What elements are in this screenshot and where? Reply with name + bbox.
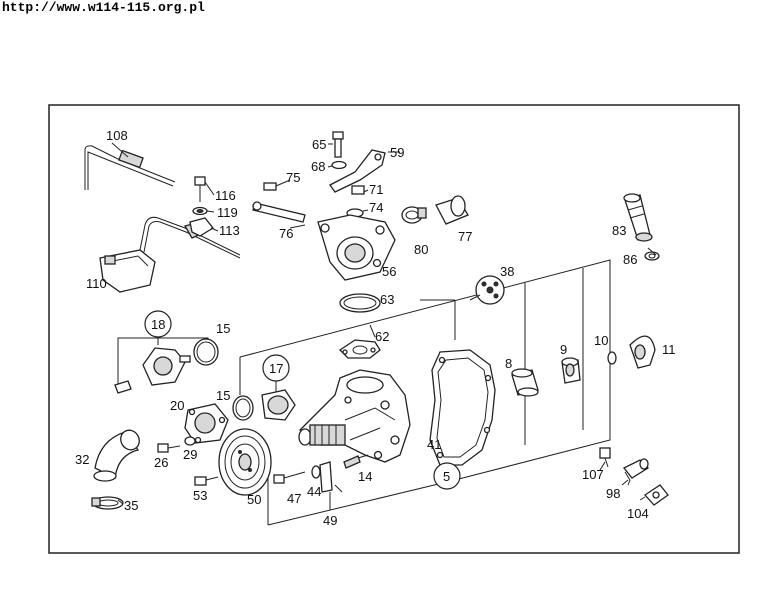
label-26: 26 — [154, 455, 168, 470]
parts-18-15 — [114, 337, 219, 394]
parts-53-50 — [194, 428, 272, 496]
callout-circle-18 — [144, 310, 172, 338]
label-14: 14 — [358, 469, 372, 484]
label-65: 65 — [312, 137, 326, 152]
label-68: 68 — [311, 159, 325, 174]
part-38 — [475, 275, 505, 305]
parts-116-119-113 — [189, 176, 219, 237]
parts-17-15 — [232, 380, 296, 421]
label-80: 80 — [414, 242, 428, 257]
label-83: 83 — [612, 223, 626, 238]
label-32: 32 — [75, 452, 89, 467]
part-20 — [184, 403, 229, 444]
label-38: 38 — [500, 264, 514, 279]
parts-47-44-14 — [273, 454, 369, 493]
label-71: 71 — [369, 182, 383, 197]
leader-lines — [117, 151, 657, 510]
label-10: 10 — [594, 333, 608, 348]
parts-80-77 — [401, 195, 469, 225]
label-15-upper: 15 — [216, 321, 230, 336]
label-50: 50 — [247, 492, 261, 507]
label-29: 29 — [183, 447, 197, 462]
label-17: 17 — [269, 361, 283, 376]
assembly-bracket-lines — [239, 259, 611, 526]
parts-107-98-104 — [599, 447, 669, 506]
parts-63-62 — [338, 293, 381, 359]
water-pump-body — [298, 369, 411, 463]
part-108-wire — [84, 142, 176, 190]
label-20: 20 — [170, 398, 184, 413]
label-62: 62 — [375, 329, 389, 344]
callout-circle-5 — [433, 462, 461, 490]
label-108: 108 — [106, 128, 128, 143]
label-110: 110 — [86, 276, 107, 291]
label-98: 98 — [606, 486, 620, 501]
source-url: http://www.w114-115.org.pl — [2, 0, 205, 15]
label-44: 44 — [307, 484, 321, 499]
label-8: 8 — [505, 356, 512, 371]
part-labels: 108 65 59 68 75 71 116 74 119 113 76 80 … — [75, 128, 676, 528]
label-75: 75 — [286, 170, 300, 185]
diagram-frame — [48, 104, 740, 554]
label-41: 41 — [427, 437, 441, 452]
label-18: 18 — [151, 317, 165, 332]
label-53: 53 — [193, 488, 207, 503]
label-86: 86 — [623, 252, 637, 267]
label-9: 9 — [560, 342, 567, 357]
thermostat-housing-group — [252, 131, 396, 281]
parts-83-86 — [623, 193, 660, 261]
label-63: 63 — [380, 292, 394, 307]
part-41-gasket — [429, 349, 496, 466]
label-35: 35 — [124, 498, 138, 513]
label-49: 49 — [323, 513, 337, 528]
label-59: 59 — [390, 145, 404, 160]
parts-8-9-10-11 — [511, 335, 656, 397]
label-76: 76 — [279, 226, 293, 241]
label-119: 119 — [217, 205, 238, 220]
callout-circle-17 — [262, 354, 290, 382]
label-56: 56 — [382, 264, 396, 279]
label-107: 107 — [582, 467, 604, 482]
label-77: 77 — [458, 229, 472, 244]
parts-32-35 — [91, 429, 140, 510]
label-5: 5 — [443, 469, 450, 484]
label-15-lower: 15 — [216, 388, 230, 403]
parts-26-29 — [157, 436, 196, 453]
label-113: 113 — [219, 223, 240, 238]
label-104: 104 — [627, 506, 649, 521]
label-116: 116 — [215, 188, 236, 203]
label-11: 11 — [662, 342, 676, 357]
label-74: 74 — [369, 200, 383, 215]
label-47: 47 — [287, 491, 301, 506]
